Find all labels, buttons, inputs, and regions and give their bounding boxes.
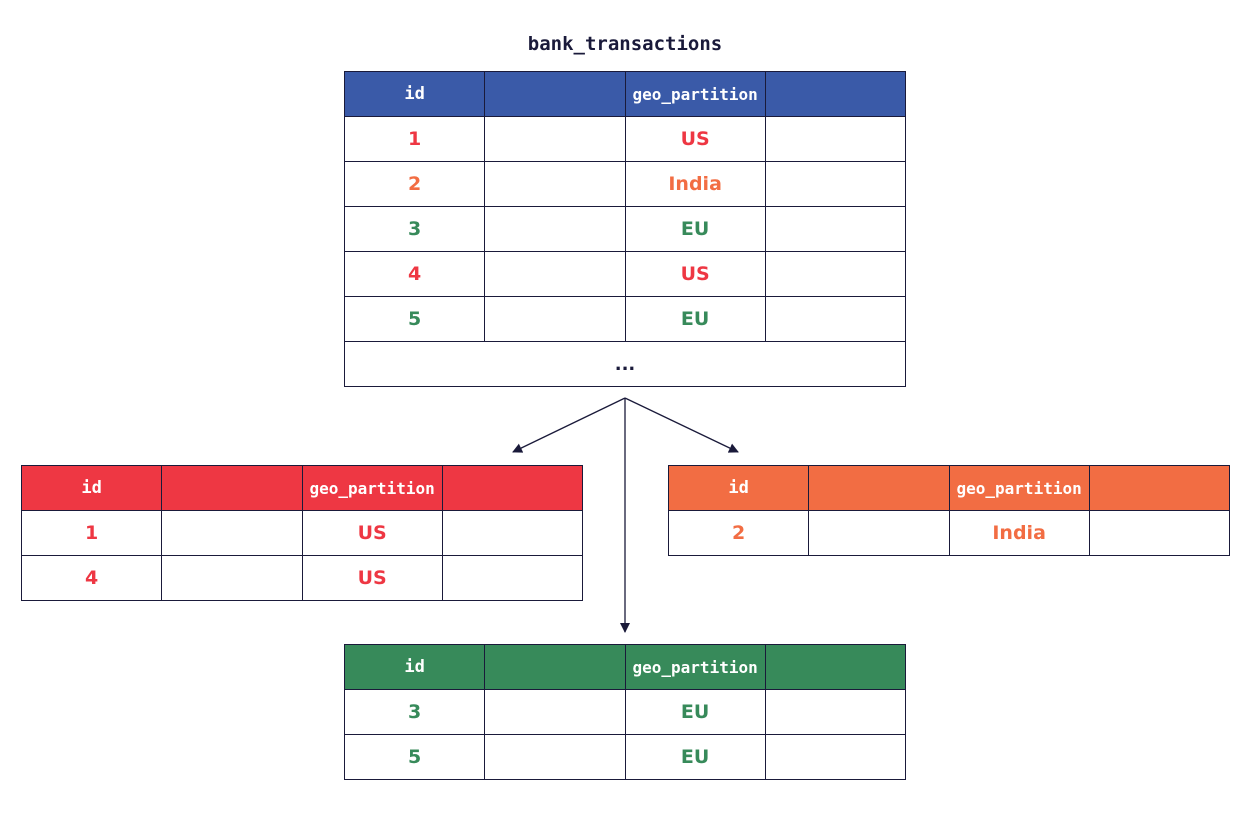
cell-id: 2 bbox=[343, 161, 486, 207]
header-geo-partition: geo_partition bbox=[301, 465, 443, 511]
arrow-to-us bbox=[512, 397, 626, 453]
cell-blank bbox=[441, 555, 584, 601]
table-title: bank_transactions bbox=[527, 33, 723, 55]
header-geo-partition: geo_partition bbox=[948, 465, 1090, 511]
cell-blank bbox=[808, 510, 950, 556]
cell-geo: EU bbox=[624, 296, 766, 342]
cell-blank bbox=[1088, 510, 1231, 556]
cell-id: 2 bbox=[667, 510, 810, 556]
cell-id: 3 bbox=[343, 206, 486, 252]
cell-blank bbox=[484, 206, 626, 252]
header-blank bbox=[441, 465, 584, 511]
cell-blank bbox=[161, 510, 303, 556]
cell-id: 4 bbox=[343, 251, 486, 297]
header-id: id bbox=[20, 465, 163, 511]
header-blank bbox=[484, 71, 626, 117]
header-blank bbox=[808, 465, 950, 511]
table-header-row: id geo_partition bbox=[343, 71, 907, 117]
cell-blank bbox=[764, 734, 907, 780]
header-blank bbox=[161, 465, 303, 511]
cell-blank bbox=[484, 734, 626, 780]
cell-id: 3 bbox=[343, 689, 486, 735]
bank-transactions-table: id geo_partition 1 US 2 India 3 EU 4 US … bbox=[343, 71, 907, 387]
cell-geo: US bbox=[624, 251, 766, 297]
header-blank bbox=[764, 644, 907, 690]
cell-blank bbox=[484, 161, 626, 207]
table-row: 2 India bbox=[667, 510, 1231, 556]
arrow-to-india bbox=[624, 397, 739, 453]
cell-id: 1 bbox=[343, 116, 486, 162]
cell-geo: India bbox=[948, 510, 1090, 556]
header-geo-partition: geo_partition bbox=[624, 644, 766, 690]
cell-geo: EU bbox=[624, 206, 766, 252]
table-row: 4 US bbox=[20, 555, 584, 601]
cell-geo: US bbox=[624, 116, 766, 162]
header-blank bbox=[484, 644, 626, 690]
table-header-row: id geo_partition bbox=[667, 465, 1231, 511]
cell-id: 5 bbox=[343, 734, 486, 780]
cell-geo: India bbox=[624, 161, 766, 207]
header-id: id bbox=[667, 465, 810, 511]
cell-blank bbox=[764, 206, 907, 252]
cell-id: 4 bbox=[20, 555, 163, 601]
table-row: 1 US bbox=[20, 510, 584, 556]
table-row-ellipsis: ... bbox=[344, 341, 906, 387]
cell-blank bbox=[764, 689, 907, 735]
table-row: 2 India bbox=[343, 161, 907, 207]
cell-geo: EU bbox=[624, 689, 766, 735]
cell-geo: US bbox=[301, 555, 443, 601]
cell-blank bbox=[484, 689, 626, 735]
header-blank bbox=[1088, 465, 1231, 511]
table-row: 5 EU bbox=[343, 734, 907, 780]
cell-geo: EU bbox=[624, 734, 766, 780]
ellipsis: ... bbox=[344, 341, 906, 387]
table-row: 5 EU bbox=[343, 296, 907, 342]
cell-blank bbox=[764, 116, 907, 162]
eu-partition-table: id geo_partition 3 EU 5 EU bbox=[343, 644, 907, 780]
header-id: id bbox=[343, 644, 486, 690]
india-partition-table: id geo_partition 2 India bbox=[667, 465, 1231, 556]
table-row: 3 EU bbox=[343, 689, 907, 735]
cell-blank bbox=[764, 296, 907, 342]
table-header-row: id geo_partition bbox=[20, 465, 584, 511]
cell-blank bbox=[441, 510, 584, 556]
cell-id: 5 bbox=[343, 296, 486, 342]
table-row: 3 EU bbox=[343, 206, 907, 252]
cell-id: 1 bbox=[20, 510, 163, 556]
us-partition-table: id geo_partition 1 US 4 US bbox=[20, 465, 584, 601]
cell-geo: US bbox=[301, 510, 443, 556]
table-header-row: id geo_partition bbox=[343, 644, 907, 690]
table-row: 1 US bbox=[343, 116, 907, 162]
header-blank bbox=[764, 71, 907, 117]
cell-blank bbox=[161, 555, 303, 601]
